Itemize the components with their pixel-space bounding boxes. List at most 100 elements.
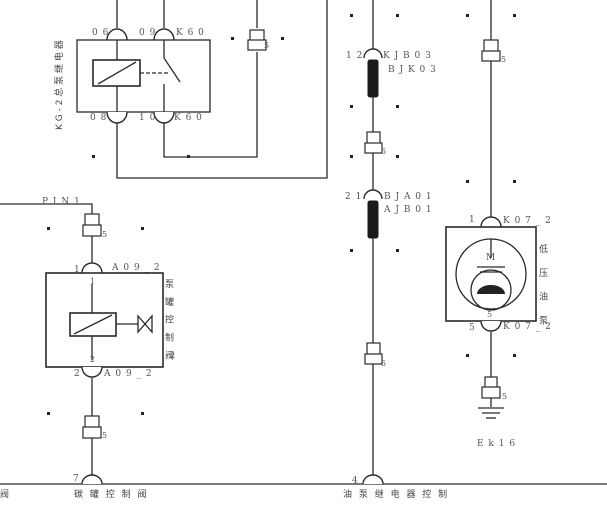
marker-dot bbox=[141, 412, 144, 415]
marker-dot bbox=[466, 180, 469, 183]
valve-flow-icon bbox=[137, 314, 153, 334]
fuse-lower-cap bbox=[363, 189, 383, 200]
bus-mid-label: 油 泵 继 电 器 控 制 bbox=[343, 488, 449, 500]
relay-kg2: K G - 2 总 泵 继 电 器 0 6 0 9 K 6 0 0 8 1 0 … bbox=[53, 0, 328, 179]
connector-c7-top bbox=[84, 415, 100, 429]
marker-dot bbox=[513, 354, 516, 357]
fuse-upper-pin-label: 1 2 bbox=[346, 51, 363, 61]
marker-dot bbox=[466, 354, 469, 357]
marker-dot bbox=[281, 37, 284, 40]
relay-k60-bottom-label: K 6 0 bbox=[174, 113, 203, 123]
pump-vertical-label: 低 压 油 泵 bbox=[537, 243, 548, 331]
connector-c6-label: 5 bbox=[102, 230, 107, 239]
canister-valve: P I N 1 5 1 A 0 9 _ 2 1 2 2 泵 罐 控 制 阀 2 … bbox=[0, 197, 175, 476]
pump-bottom-num: 5 bbox=[469, 323, 476, 333]
valve-top-pin-label: A 0 9 _ 2 bbox=[111, 263, 161, 273]
connector-c4-top bbox=[483, 39, 499, 53]
connector-c4-label: 5 bbox=[501, 55, 506, 64]
connector-c2-top bbox=[366, 131, 381, 145]
marker-dot bbox=[231, 37, 234, 40]
connector-c2-label: 5 bbox=[381, 147, 386, 156]
relay-pin-09 bbox=[153, 28, 175, 41]
bus-left-num: 7 bbox=[73, 474, 80, 484]
relay-pin-09-label: 0 9 bbox=[139, 28, 156, 38]
relay-pin-06 bbox=[106, 28, 128, 41]
marker-dot bbox=[47, 227, 50, 230]
bus-left-label: 碳 罐 控 制 阀 bbox=[74, 488, 148, 500]
bus-mid-num: 4 bbox=[352, 476, 359, 486]
marker-dot bbox=[47, 412, 50, 415]
pump-ground-label: E k 1 6 bbox=[477, 439, 516, 449]
connector-c5-label: 5 bbox=[502, 392, 507, 401]
marker-dot bbox=[350, 14, 353, 17]
relay-output-wire-08 bbox=[116, 0, 328, 179]
fuse-upper-cap bbox=[363, 48, 383, 59]
connector-c3-bottom bbox=[364, 353, 383, 365]
fuse-lower-bottom-label: A J B 0 1 bbox=[383, 205, 433, 215]
fuse-lower-body bbox=[367, 200, 379, 239]
marker-dot bbox=[92, 155, 95, 158]
marker-dot bbox=[396, 105, 399, 108]
marker-dot bbox=[350, 249, 353, 252]
marker-dot bbox=[466, 14, 469, 17]
connector-c4-bottom bbox=[481, 50, 501, 62]
pump-pin-top bbox=[480, 216, 502, 228]
marker-dot bbox=[350, 155, 353, 158]
pump-top-num: 1 bbox=[469, 215, 476, 225]
pump-impeller-icon bbox=[477, 285, 505, 294]
valve-bottom-pin-label: A 0 9 _ 2 bbox=[103, 369, 153, 379]
valve-body bbox=[45, 272, 164, 368]
pump-inner-bottom-num: 5 bbox=[487, 310, 492, 319]
fuse-upper-top-label: K J B 0 3 bbox=[383, 51, 432, 61]
pump-bottom-pin-label: K 0 7 _ 2 bbox=[503, 322, 552, 332]
bus-pin-left bbox=[81, 474, 103, 485]
marker-dot bbox=[513, 180, 516, 183]
connector-c1-label: 5 bbox=[264, 41, 269, 50]
relay-switch-blade bbox=[163, 57, 181, 83]
valve-pin-bottom bbox=[81, 366, 103, 378]
connector-c3-label: 5 bbox=[381, 359, 386, 368]
valve-pin-top bbox=[81, 262, 103, 274]
fuse-lower-pin-label: 2 1 bbox=[345, 192, 362, 202]
marker-dot bbox=[141, 227, 144, 230]
pump-impeller-ring bbox=[470, 269, 512, 311]
bus-edge-label: 阀 bbox=[0, 489, 11, 500]
marker-dot bbox=[396, 155, 399, 158]
relay-vertical-label: K G - 2 总 泵 继 电 器 bbox=[53, 40, 65, 130]
fuse-upper-bottom-label: B J K 0 3 bbox=[388, 65, 437, 75]
valve-solenoid-diagonal bbox=[73, 314, 113, 335]
connector-c5-top bbox=[484, 376, 498, 389]
relay-pin-10-label: 1 0 bbox=[139, 113, 156, 123]
relay-pin-10 bbox=[153, 111, 175, 124]
connector-c1: 5 bbox=[247, 29, 269, 51]
relay-pin-08-label: 0 8 bbox=[90, 113, 107, 123]
bus-pin-mid bbox=[362, 474, 384, 485]
fuse-upper-body bbox=[367, 59, 379, 98]
fuse-column: 1 2 K J B 0 3 B J K 0 3 5 2 1 B J A 0 1 … bbox=[345, 0, 437, 476]
pin1-label: P I N 1 bbox=[42, 197, 81, 207]
relay-pin-08 bbox=[106, 111, 128, 124]
relay-output-wire-10 bbox=[163, 52, 258, 158]
marker-dot bbox=[350, 105, 353, 108]
valve-inner-bottom-num: 2 bbox=[90, 355, 95, 364]
connector-c5-bottom bbox=[481, 386, 501, 399]
relay-pin-06-label: 0 6 bbox=[92, 28, 109, 38]
connector-c1-bottom bbox=[247, 39, 267, 51]
connector-c3-top bbox=[366, 342, 381, 356]
connector-c6-top bbox=[84, 213, 100, 227]
valve-top-num: 1 bbox=[74, 265, 81, 275]
connector-c6-bottom bbox=[82, 224, 102, 237]
pin1-wire bbox=[0, 203, 93, 214]
valve-right-num: 2 bbox=[170, 351, 175, 360]
marker-dots bbox=[47, 14, 516, 415]
bottom-bus: 7 4 碳 罐 控 制 阀 油 泵 继 电 器 控 制 阀 bbox=[0, 474, 607, 500]
marker-dot bbox=[396, 249, 399, 252]
marker-dot bbox=[396, 14, 399, 17]
marker-dot bbox=[187, 155, 190, 158]
relay-k60-top-label: K 6 0 bbox=[176, 28, 205, 38]
relay-body bbox=[76, 39, 211, 113]
connector-c7-bottom bbox=[82, 426, 102, 439]
valve-bottom-num: 2 bbox=[74, 369, 81, 379]
